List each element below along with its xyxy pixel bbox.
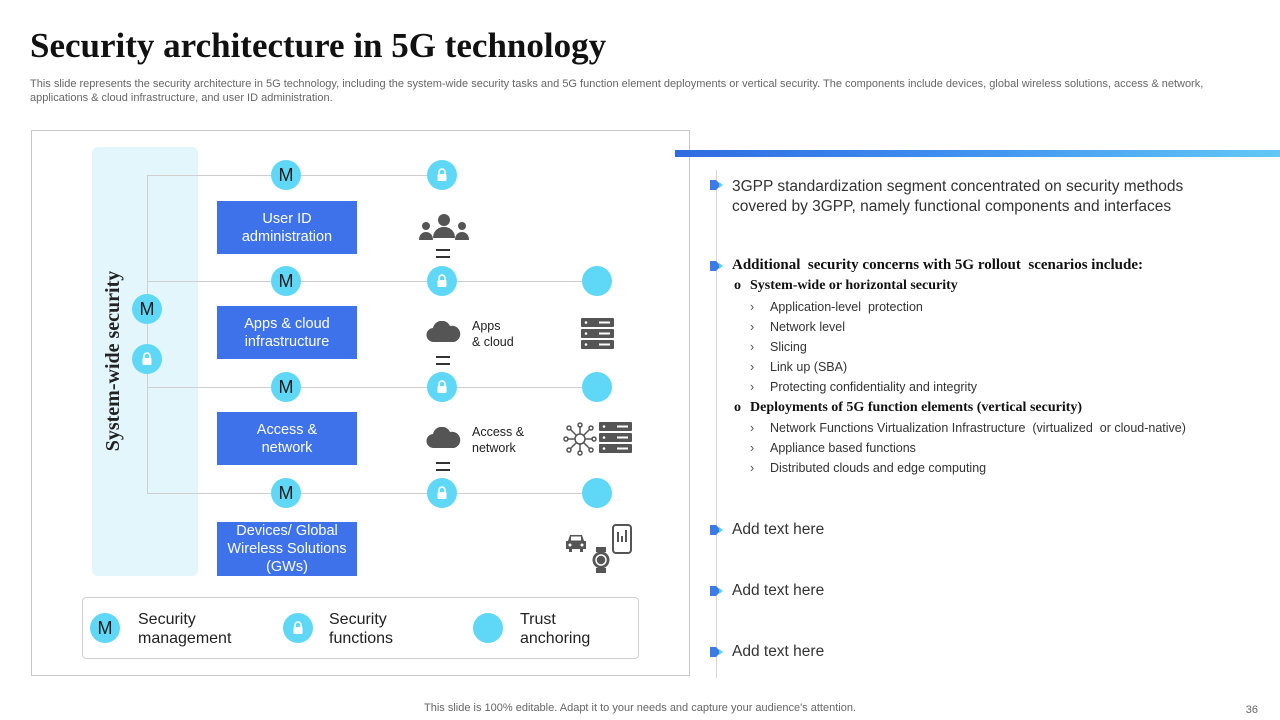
- connector-line: [147, 493, 597, 494]
- users-icon: [419, 214, 469, 240]
- list-item: ›Link up (SBA): [750, 360, 848, 374]
- connector-line: [147, 175, 148, 493]
- add-text-placeholder: Add text here: [732, 521, 825, 538]
- lock-icon: [437, 380, 447, 393]
- connector-line: [147, 387, 597, 388]
- chevron-right-icon: ›: [750, 461, 755, 475]
- page-title: Security architecture in 5G technology: [30, 26, 607, 65]
- layer-box-user-id: User ID administration: [217, 201, 357, 254]
- lock-icon: [437, 168, 447, 181]
- sub-marker: o: [734, 400, 741, 415]
- security-function-circle: [427, 372, 457, 402]
- security-management-circle: M: [271, 478, 301, 508]
- lock-icon: [293, 621, 303, 634]
- security-management-circle: M: [132, 294, 162, 324]
- arrow-bullet-icon: [710, 525, 723, 535]
- list-item: ›Network level: [750, 320, 846, 334]
- chevron-right-icon: ›: [750, 360, 755, 374]
- list-item: ›Network Functions Virtualization Infras…: [750, 421, 1186, 435]
- connector-line: [147, 281, 597, 282]
- layer-box-apps-cloud: Apps & cloud infrastructure: [217, 306, 357, 359]
- cloud-icon: [426, 427, 461, 449]
- point-3gpp: 3GPP standardization segment concentrate…: [732, 178, 1184, 215]
- access-network-label: Access & network: [472, 425, 525, 455]
- timeline-line: [716, 170, 717, 678]
- arrow-bullet-icon: [710, 647, 723, 657]
- security-function-circle: [427, 160, 457, 190]
- list-item: ›Slicing: [750, 340, 807, 354]
- chevron-right-icon: ›: [750, 421, 755, 435]
- arrow-bullet-icon: [710, 261, 723, 271]
- network-hub-icon: [563, 422, 597, 456]
- lock-icon: [142, 352, 152, 365]
- security-management-circle: M: [271, 266, 301, 296]
- cloud-icon: [426, 321, 461, 343]
- security-management-circle: M: [271, 372, 301, 402]
- car-icon: [566, 535, 586, 552]
- page-number: 36: [1245, 704, 1258, 716]
- equals-sign: [436, 249, 450, 258]
- chevron-right-icon: ›: [750, 340, 755, 354]
- sub-marker: o: [734, 278, 741, 293]
- list-item: ›Distributed clouds and edge computing: [750, 461, 987, 475]
- legend-trust-label: Trust anchoring: [520, 611, 591, 647]
- chevron-right-icon: ›: [750, 300, 755, 314]
- list-item: ›Appliance based functions: [750, 441, 916, 455]
- server-icon: [581, 318, 614, 349]
- lock-icon: [437, 274, 447, 287]
- layer-box-access-network: Access & network: [217, 412, 357, 465]
- legend-functions-circle: [283, 613, 313, 643]
- smartwatch-icon: [592, 547, 610, 573]
- equals-sign: [436, 462, 450, 471]
- layer-box-devices: Devices/ Global Wireless Solutions (GWs): [217, 522, 357, 576]
- concerns-heading: Additional security concerns with 5G rol…: [732, 257, 1143, 273]
- equals-sign: [436, 356, 450, 365]
- security-function-circle: [132, 344, 162, 374]
- legend-box: [82, 597, 639, 659]
- lock-icon: [437, 486, 447, 499]
- arrow-bullet-icon: [710, 586, 723, 596]
- security-function-circle: [427, 478, 457, 508]
- chevron-right-icon: ›: [750, 320, 755, 334]
- legend-functions-label: Security functions: [329, 611, 394, 647]
- trust-anchoring-circle: [582, 478, 612, 508]
- security-function-circle: [427, 266, 457, 296]
- footer-note: This slide is 100% editable. Adapt it to…: [424, 702, 856, 714]
- trust-anchoring-circle: [582, 266, 612, 296]
- page-subtitle: This slide represents the security archi…: [30, 78, 1204, 104]
- chevron-right-icon: ›: [750, 441, 755, 455]
- security-management-circle: M: [271, 160, 301, 190]
- list-item: ›Application-level protection: [750, 300, 923, 314]
- accent-bar: [675, 150, 1280, 157]
- smartphone-icon: [612, 524, 632, 554]
- list-item: ›Protecting confidentiality and integrit…: [750, 380, 978, 394]
- system-wide-security-label: System-wide security: [102, 270, 124, 452]
- add-text-placeholder: Add text here: [732, 582, 825, 599]
- legend-management-circle: M: [90, 613, 120, 643]
- server-icon: [599, 422, 632, 453]
- arrow-bullet-icon: [710, 180, 723, 190]
- legend-trust-circle: [473, 613, 503, 643]
- trust-anchoring-circle: [582, 372, 612, 402]
- apps-cloud-label: Apps & cloud: [472, 319, 514, 349]
- legend-management-label: Security management: [138, 611, 232, 647]
- chevron-right-icon: ›: [750, 380, 755, 394]
- add-text-placeholder: Add text here: [732, 643, 825, 660]
